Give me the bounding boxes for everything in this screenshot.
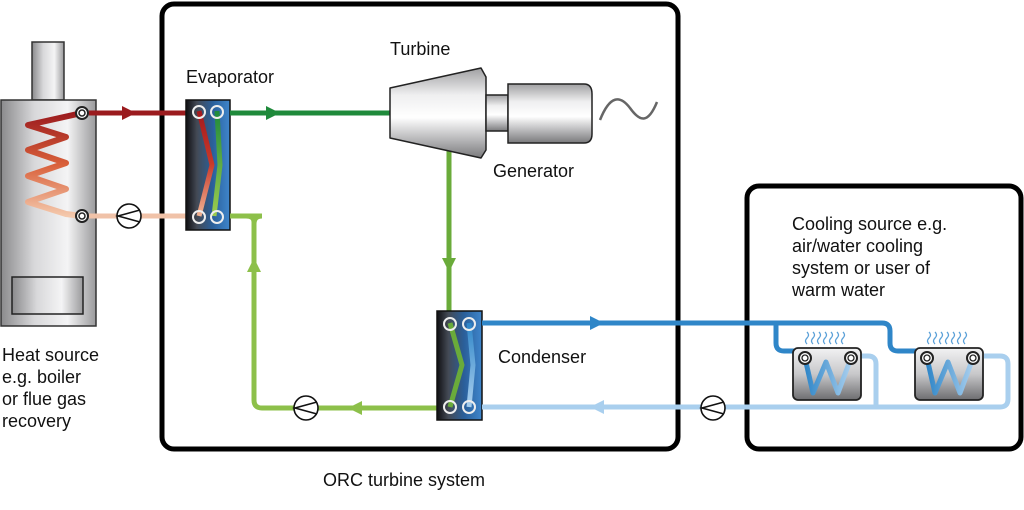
boiler-port-inlet bbox=[75, 209, 89, 223]
boiler bbox=[0, 41, 97, 327]
evaporator-label: Evaporator bbox=[186, 67, 275, 87]
cooling-source-label: Cooling source e.g. air/water cooling sy… bbox=[792, 214, 948, 300]
cooling-supply-pipe bbox=[482, 320, 918, 354]
flow-arrow-vapor bbox=[266, 106, 280, 120]
generator-label: Generator bbox=[493, 161, 575, 181]
turbine-label: Turbine bbox=[390, 39, 451, 59]
liquid-return-pipe bbox=[230, 213, 440, 411]
generator bbox=[507, 83, 593, 144]
pump-icon bbox=[114, 203, 142, 229]
condenser-label: Condenser bbox=[498, 347, 587, 367]
orc-system-box bbox=[159, 1, 681, 452]
pump-icon bbox=[291, 395, 319, 421]
system-title: ORC turbine system bbox=[323, 470, 486, 490]
pump-icon bbox=[698, 395, 726, 421]
heat-waves-icon bbox=[926, 331, 968, 345]
flow-arrow-hot bbox=[122, 106, 136, 120]
condenser bbox=[436, 310, 483, 421]
heat-source-label: Heat source e.g. boiler or flue gas reco… bbox=[2, 345, 100, 431]
flow-arrow-liquid-up bbox=[247, 258, 261, 272]
sine-wave-icon bbox=[598, 98, 659, 121]
boiler-chimney bbox=[31, 41, 65, 101]
flow-arrow-liquid-left bbox=[348, 401, 362, 415]
turbine bbox=[389, 67, 487, 159]
boiler-coil bbox=[25, 110, 85, 219]
radiator bbox=[914, 331, 984, 401]
boiler-port-outlet bbox=[75, 106, 89, 120]
flow-arrow-exhaust bbox=[442, 258, 456, 272]
radiator bbox=[792, 331, 862, 401]
turbine-shaft bbox=[485, 94, 509, 132]
cooling-source-box bbox=[744, 183, 1024, 452]
cooling-return-pipe bbox=[482, 353, 1011, 410]
heat-waves-icon bbox=[804, 331, 846, 345]
evaporator bbox=[185, 99, 231, 231]
boiler-hatch bbox=[11, 276, 84, 315]
flow-arrow-cooling-return bbox=[590, 400, 604, 414]
flow-arrow-cooling-supply bbox=[590, 316, 604, 330]
